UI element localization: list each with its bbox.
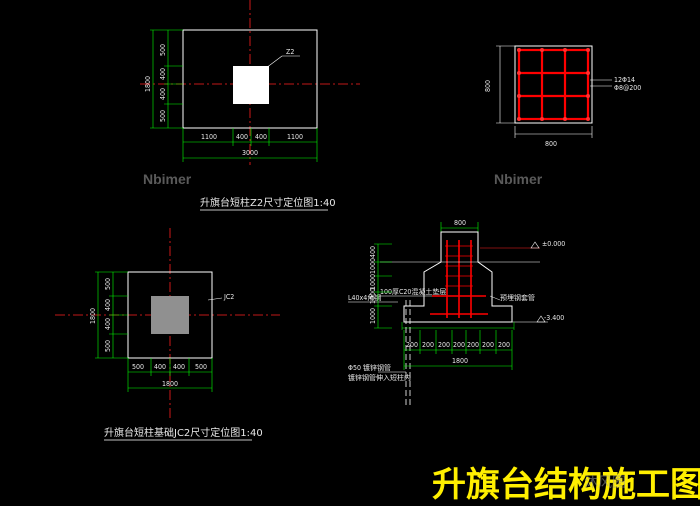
- detail-dim-b3: 200: [438, 341, 450, 349]
- detail-dim-b1: 200: [406, 341, 418, 349]
- drawing-title: 升旗台结构施工图: [432, 465, 700, 505]
- detail-dim-l3: 1000: [369, 274, 377, 290]
- dim-jc2-b3: 400: [173, 363, 185, 371]
- level-bottom: -3.400: [544, 314, 564, 322]
- dim-z2-ltotal: 1800: [144, 76, 152, 92]
- watermark-left: Nbimer: [143, 171, 192, 187]
- detail-dim-b7: 200: [498, 341, 510, 349]
- watermark-corner: 沐风图: [584, 475, 626, 491]
- detail-dim-b2: 200: [422, 341, 434, 349]
- note-angle-steel: L40x4角钢: [348, 293, 381, 302]
- dim-jc2-ltotal: 1800: [89, 308, 97, 324]
- detail-dim-b6: 200: [482, 341, 494, 349]
- dim-jc2-l1: 500: [104, 278, 112, 290]
- dim-z2-b3: 400: [255, 133, 267, 141]
- dim-z2-l2: 400: [159, 68, 167, 80]
- dim-jc2-l4: 500: [104, 340, 112, 352]
- note-pipe: Φ50 镀锌钢管: [348, 363, 391, 372]
- section-dim-bottom: 800: [545, 140, 557, 148]
- dim-jc2-l2: 400: [104, 299, 112, 311]
- note-cushion: 100厚C20混凝土垫层: [380, 287, 446, 296]
- view-z2-plan: Z2 1100 400 400 1100 3000 500 400 400 50…: [140, 0, 360, 211]
- rebar-cage: [517, 48, 590, 121]
- dim-z2-l3: 400: [159, 88, 167, 100]
- tag-jc2: JC2: [223, 293, 234, 301]
- dim-jc2-l3: 400: [104, 318, 112, 330]
- column-jc2: [151, 296, 189, 334]
- view-detail-section: 800 ±0.000 -3.400: [348, 219, 565, 405]
- dim-z2-total: 3000: [242, 149, 258, 157]
- watermark-right: Nbimer: [494, 171, 543, 187]
- dim-jc2-b1: 500: [132, 363, 144, 371]
- tag-z2: Z2: [286, 48, 294, 56]
- detail-dim-b5: 200: [467, 341, 479, 349]
- dim-z2-l4: 500: [159, 110, 167, 122]
- detail-rebar: [430, 240, 488, 318]
- detail-dim-b4: 200: [453, 341, 465, 349]
- note-pipe-embed: 镀锌钢管伸入短柱内: [348, 373, 411, 382]
- callout-stirrup: Φ8@200: [614, 84, 641, 92]
- dim-jc2-b2: 400: [154, 363, 166, 371]
- dim-z2-l1: 500: [159, 44, 167, 56]
- column-z2: [233, 66, 269, 104]
- view-column-section: 12Φ14 Φ8@200 800 800 Nbimer: [484, 45, 641, 187]
- note-sleeve: 预埋钢套管: [500, 293, 535, 302]
- dim-z2-b4: 1100: [287, 133, 303, 141]
- section-dim-left: 800: [484, 80, 492, 92]
- dim-z2-b2: 400: [236, 133, 248, 141]
- detail-dim-l4: 1000: [369, 288, 377, 304]
- detail-dim-total: 1800: [452, 357, 468, 365]
- dim-z2-b1: 1100: [201, 133, 217, 141]
- detail-dim-l5: 1000: [369, 308, 377, 324]
- dim-jc2-b4: 500: [195, 363, 207, 371]
- callout-rebar: 12Φ14: [614, 76, 635, 84]
- level-top: ±0.000: [542, 240, 565, 248]
- caption-jc2: 升旗台短柱基础JC2尺寸定位图1:40: [104, 426, 263, 439]
- caption-z2: 升旗台短柱Z2尺寸定位图1:40: [200, 196, 336, 209]
- detail-dim-l2: 1000: [369, 258, 377, 274]
- dim-jc2-total: 1800: [162, 380, 178, 388]
- view-jc2-plan: JC2 500 400 400 500 1800 500 400 400 500…: [55, 228, 280, 441]
- detail-dim-top: 800: [454, 219, 466, 227]
- detail-dim-l1: 400: [369, 246, 377, 258]
